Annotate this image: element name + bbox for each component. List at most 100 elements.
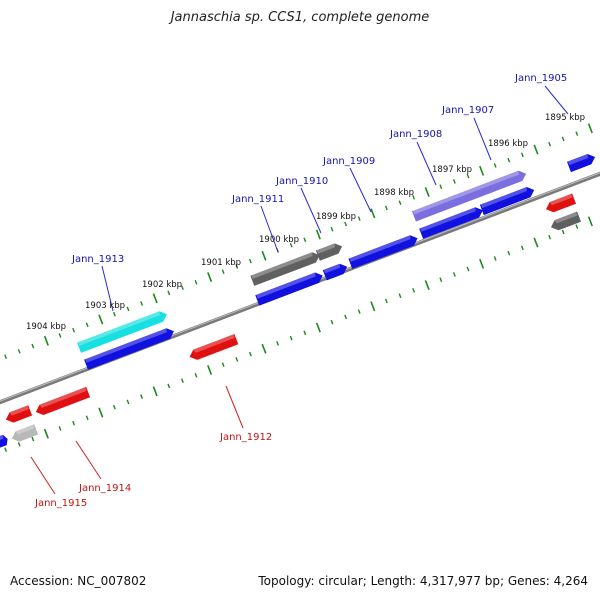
kbp-label: 1899 kbp xyxy=(316,212,356,222)
gene-arrow-forward-small-shine xyxy=(323,263,341,274)
reverse-gene-labels: Jann_1912 Jann_1914 Jann_1915 xyxy=(34,432,272,509)
gene-arrow-lightgray-shine xyxy=(15,424,35,435)
minor-tick xyxy=(167,290,171,296)
gene-arrow-forward-shine xyxy=(480,187,527,209)
gene-arrow-jann-1910 xyxy=(255,272,323,306)
major-tick xyxy=(533,144,539,155)
minor-tick xyxy=(548,234,552,240)
kbp-scale-labels: 1895 kbp 1896 kbp 1897 kbp 1898 kbp 1899… xyxy=(26,113,585,332)
gene-arrow-forward-small xyxy=(322,263,348,281)
kbp-label: 1896 kbp xyxy=(488,139,528,149)
minor-tick xyxy=(31,436,35,442)
gene-label-jann-1909[interactable]: Jann_1909 xyxy=(322,156,375,167)
genome-title: Jannaschia sp. CCS1, complete genome xyxy=(170,10,430,25)
gene-arrow-edge xyxy=(0,434,8,448)
minor-tick xyxy=(167,383,171,389)
major-tick xyxy=(424,280,430,291)
gene-arrow-lightgray xyxy=(11,424,39,442)
gene-label-jann-1905[interactable]: Jann_1905 xyxy=(514,73,567,84)
major-tick xyxy=(43,335,49,346)
leader-jann-1914 xyxy=(75,440,102,480)
gene-arrow-jann-1909-shine xyxy=(349,235,411,262)
gene-arrow-jann-1911 xyxy=(250,252,320,286)
minor-tick xyxy=(303,330,307,336)
minor-tick xyxy=(466,173,470,179)
major-tick xyxy=(207,365,213,375)
leader-jann-1909 xyxy=(349,167,372,213)
major-tick xyxy=(587,123,593,134)
major-tick xyxy=(261,343,267,354)
minor-tick xyxy=(276,341,280,346)
gene-label-jann-1907[interactable]: Jann_1907 xyxy=(441,105,494,116)
gene-arrow-reverse-shine xyxy=(549,193,573,206)
minor-tick xyxy=(112,404,116,410)
gene-arrow-gray-reverse-shine xyxy=(554,211,578,224)
minor-tick xyxy=(330,226,334,232)
major-tick xyxy=(370,301,376,312)
major-tick xyxy=(587,216,593,227)
gene-leader-lines xyxy=(30,85,569,495)
gene-arrow-jann-1913 xyxy=(77,311,167,353)
minor-tick xyxy=(17,349,21,354)
gene-arrow-jann-1908-shine xyxy=(420,207,476,232)
gene-arrow-jann-1907 xyxy=(412,170,527,222)
gene-arrow-gray-small xyxy=(315,243,343,261)
minor-tick xyxy=(126,399,130,405)
gene-arrow-jann-1912-shine xyxy=(193,334,235,353)
minor-tick xyxy=(493,256,497,261)
major-tick xyxy=(315,322,321,333)
minor-tick xyxy=(4,354,8,359)
gene-arrow-jann-1905 xyxy=(567,154,596,173)
inner-tick-ring xyxy=(4,216,593,452)
gene-label-jann-1910[interactable]: Jann_1910 xyxy=(275,176,328,187)
accession-text: Accession: NC_007802 xyxy=(10,574,147,588)
leader-jann-1910 xyxy=(300,187,322,234)
gene-label-jann-1914[interactable]: Jann_1914 xyxy=(78,483,131,494)
minor-tick xyxy=(466,266,470,272)
kbp-label: 1900 kbp xyxy=(259,235,299,245)
major-tick xyxy=(424,187,430,198)
leader-jann-1905 xyxy=(544,85,569,115)
kbp-label: 1897 kbp xyxy=(432,165,472,175)
gene-arrow-jann-1915-shine xyxy=(9,405,29,416)
gene-arrow-gray-reverse xyxy=(551,211,581,231)
gene-label-jann-1908[interactable]: Jann_1908 xyxy=(389,129,442,140)
kbp-label: 1895 kbp xyxy=(545,113,585,123)
minor-tick xyxy=(194,280,198,285)
outer-tick-ring xyxy=(4,123,593,359)
minor-tick xyxy=(439,184,443,190)
gene-features xyxy=(0,154,596,448)
minor-tick xyxy=(398,293,402,298)
major-tick xyxy=(479,165,485,176)
gene-arrow-gray-small-shine xyxy=(316,243,335,254)
forward-gene-labels: Jann_1905 Jann_1907 Jann_1908 Jann_1909 … xyxy=(71,73,567,265)
minor-tick xyxy=(180,285,184,290)
minor-tick xyxy=(72,420,76,426)
minor-tick xyxy=(140,394,144,399)
major-tick xyxy=(533,237,539,248)
gene-arrow-jann-1910-shine xyxy=(256,272,316,299)
minor-tick xyxy=(439,277,443,283)
leader-jann-1911 xyxy=(260,205,279,253)
gene-arrow-forward-shine xyxy=(85,328,167,363)
minor-tick xyxy=(344,314,348,320)
kbp-label: 1898 kbp xyxy=(374,188,414,198)
major-tick xyxy=(98,407,104,418)
major-tick xyxy=(261,250,267,261)
minor-tick xyxy=(507,250,511,256)
minor-tick xyxy=(221,269,225,275)
minor-tick xyxy=(493,163,497,168)
minor-tick xyxy=(520,245,524,251)
minor-tick xyxy=(289,335,293,341)
kbp-label: 1902 kbp xyxy=(142,280,182,290)
gene-label-jann-1913[interactable]: Jann_1913 xyxy=(71,254,124,265)
gene-label-jann-1912[interactable]: Jann_1912 xyxy=(219,432,272,443)
minor-tick xyxy=(303,237,307,243)
gene-label-jann-1911[interactable]: Jann_1911 xyxy=(231,194,284,205)
minor-tick xyxy=(248,351,252,357)
gene-label-jann-1915[interactable]: Jann_1915 xyxy=(34,498,87,509)
leader-jann-1908 xyxy=(416,141,437,186)
minor-tick xyxy=(330,319,334,325)
